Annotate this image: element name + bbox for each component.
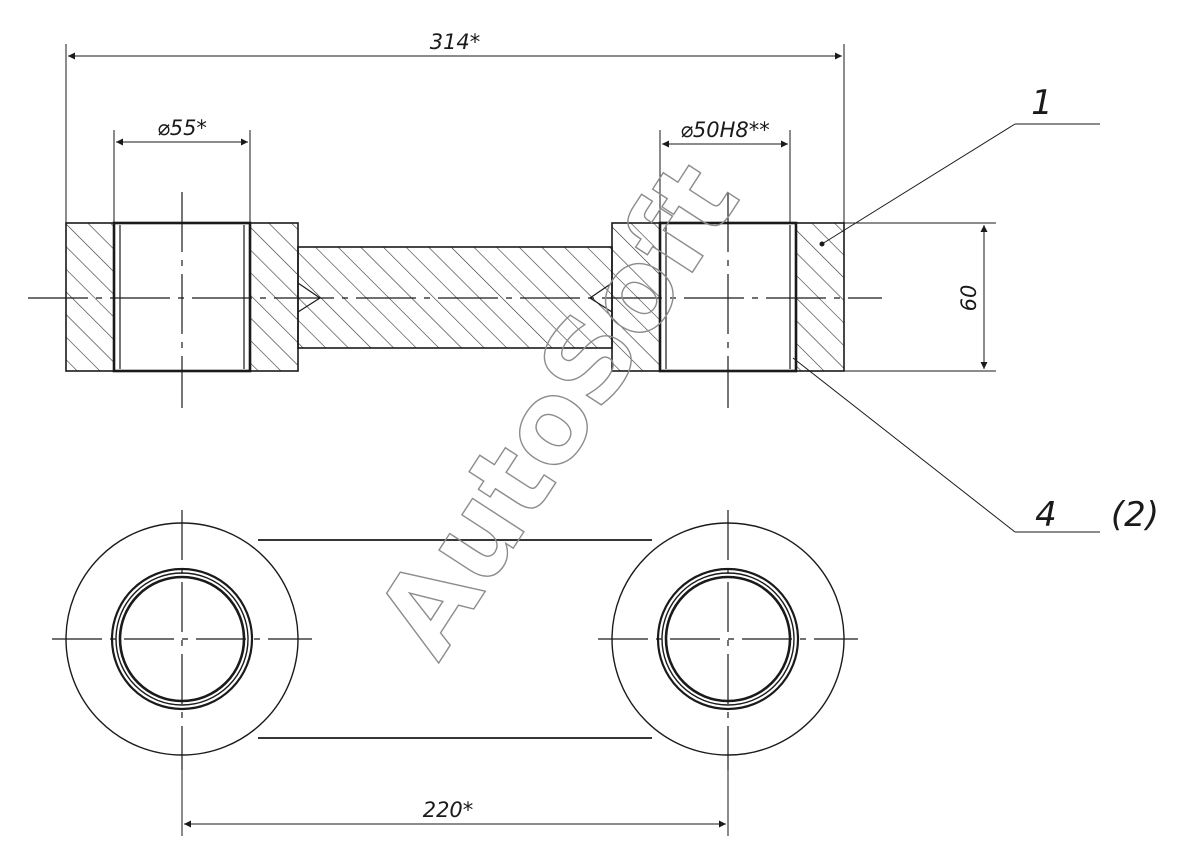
dimension-thickness	[844, 222, 996, 372]
dimension-overall-length	[65, 44, 845, 223]
section-view	[28, 192, 882, 408]
dimension-center-distance	[181, 770, 729, 836]
plan-view	[52, 510, 858, 770]
left-boss-wall-right	[249, 222, 299, 372]
right-boss-wall-left	[611, 222, 661, 372]
center-distance-label: 220*	[423, 798, 474, 822]
dimension-left-bore	[113, 130, 251, 223]
part-4-label: 4	[1035, 495, 1057, 535]
part-1-label: 1	[1031, 83, 1053, 123]
leader-part-4	[792, 357, 1100, 533]
dimension-right-bore	[659, 130, 791, 223]
left-boss-wall-left	[65, 222, 115, 372]
thickness-label: 60	[957, 285, 981, 312]
part-4-quantity: (2)	[1111, 495, 1159, 535]
left-bore-label: ⌀55*	[157, 116, 207, 140]
overall-length-label: 314*	[430, 30, 481, 54]
right-bore-label: ⌀50H8**	[680, 118, 770, 142]
right-boss-wall-right	[795, 222, 845, 372]
leader-part-1	[819, 123, 1100, 247]
